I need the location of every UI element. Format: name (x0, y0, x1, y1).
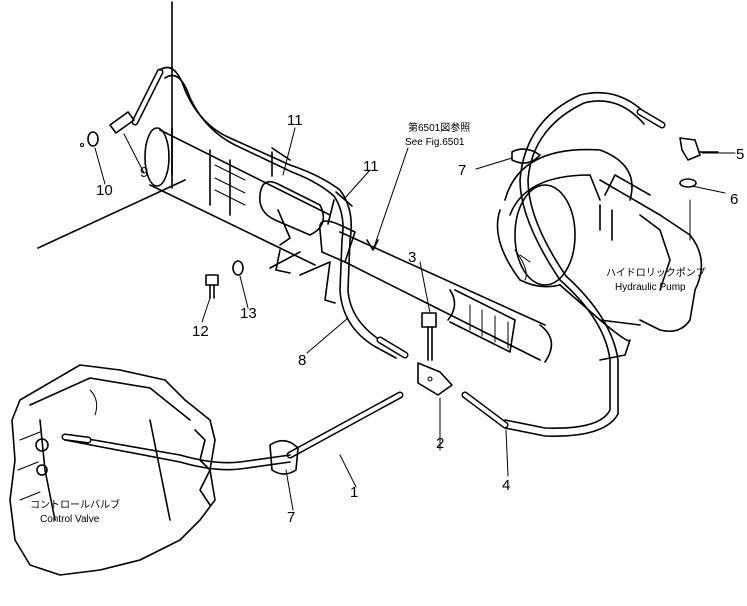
callout-4: 4 (502, 477, 510, 494)
callout-7-upper: 7 (458, 162, 466, 179)
callout-2: 2 (436, 435, 444, 452)
callout-1: 1 (350, 484, 358, 501)
text-labels: 第6501図参照 See Fig.6501 ハイドロリックポンプ Hydraul… (30, 121, 706, 525)
callout-9: 9 (140, 164, 148, 181)
leader-lines (94, 127, 736, 511)
callout-10: 10 (96, 182, 113, 199)
callout-numbers: 1 2 3 4 5 6 7 7 8 9 10 11 11 12 13 (96, 112, 744, 526)
callout-12: 12 (192, 323, 209, 340)
hoses (64, 66, 666, 471)
pump-label-en: Hydraulic Pump (615, 282, 686, 293)
main-cylinder (144, 127, 356, 304)
callout-11-left: 11 (287, 112, 303, 129)
callout-5: 5 (736, 146, 744, 163)
pump-label-jp: ハイドロリックポンプ (606, 267, 706, 279)
figure-reference-en: See Fig.6501 (405, 137, 465, 148)
valve-label-en: Control Valve (40, 514, 100, 525)
figure-reference-jp: 第6501図参照 (408, 121, 470, 134)
fittings (61, 111, 719, 475)
callout-8: 8 (298, 352, 306, 369)
control-valve-body (9, 364, 216, 576)
callout-3: 3 (408, 249, 416, 266)
callout-11-right: 11 (363, 158, 379, 175)
callout-6: 6 (730, 191, 738, 208)
callout-7-lower: 7 (287, 509, 295, 526)
valve-label-jp: コントロールバルブ (30, 498, 120, 511)
callout-13: 13 (240, 305, 257, 322)
boom-cylinder (299, 231, 553, 363)
